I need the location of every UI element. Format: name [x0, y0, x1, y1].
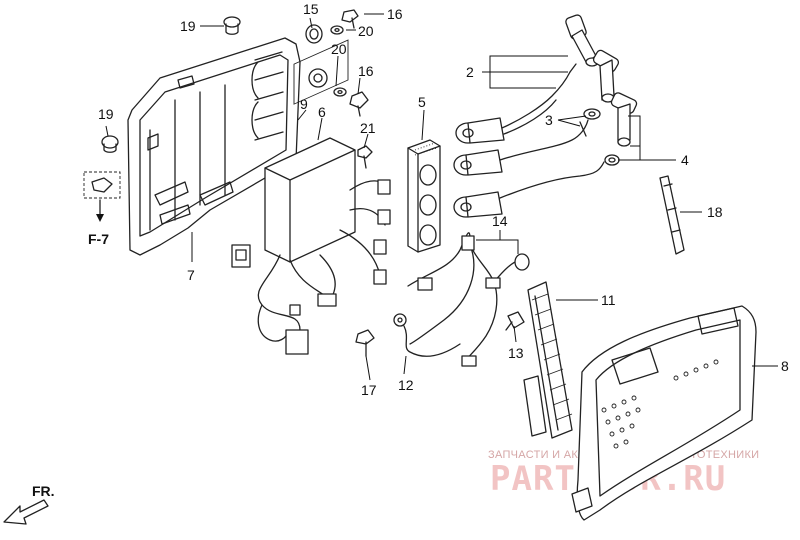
callout-12: 12: [398, 377, 414, 393]
part-16-bolt-top: [341, 9, 359, 29]
clip-reference-f7: [83, 171, 121, 222]
callout-9: 9: [300, 96, 308, 112]
part-4-seal: [604, 154, 620, 166]
callout-14: 14: [492, 213, 508, 229]
callout-4: 4: [681, 152, 689, 168]
part-8-housing-cover: [571, 305, 757, 521]
part-11-terminal-rail: [523, 281, 573, 439]
part-21-screw: [357, 145, 373, 169]
spark-plug-cap-2: [592, 49, 620, 103]
part-19-grommet-left: [101, 135, 119, 153]
module-harness: [257, 179, 391, 355]
callout-16-top: 16: [387, 6, 403, 22]
reference-f7: F-7: [88, 231, 109, 247]
part-6-module-unit: [231, 39, 356, 268]
part-3-seal: [579, 108, 601, 137]
part-7-cover-plate: [127, 37, 301, 256]
part-18-clamp-strip: [659, 175, 685, 255]
leader-lines: [105, 13, 778, 381]
callout-labels: 19 15 16 20 20 16 9 6 21 5 2 3 4 19 18 7…: [88, 1, 789, 398]
part-12-ground-harness: [393, 313, 461, 357]
callout-7: 7: [187, 267, 195, 283]
part-14-wire-harness: [407, 232, 530, 367]
callout-6: 6: [318, 104, 326, 120]
callout-17: 17: [361, 382, 377, 398]
spark-plug-cap-1: [565, 14, 599, 73]
part-13-clip: [505, 311, 525, 331]
callout-20-top: 20: [358, 23, 374, 39]
part-5-coil-bracket: [407, 139, 441, 253]
part-15-grommet: [305, 24, 328, 88]
front-direction-arrow: FR.: [3, 483, 55, 525]
callout-11: 11: [601, 292, 616, 308]
part-17-bolt: [355, 329, 375, 357]
callout-20-mid: 20: [331, 41, 347, 57]
callout-16-mid: 16: [358, 63, 374, 79]
callout-3: 3: [545, 112, 553, 128]
callout-2: 2: [466, 64, 474, 80]
callout-15: 15: [303, 1, 319, 17]
callout-13: 13: [508, 345, 524, 361]
part-16-bolt-mid: [349, 91, 369, 117]
part-19-grommet-top: [223, 16, 241, 35]
callout-8: 8: [781, 358, 789, 374]
callout-5: 5: [418, 94, 426, 110]
callout-19-top: 19: [180, 18, 196, 34]
spark-plug-cap-3: [610, 92, 638, 147]
part-20-washer-mid: [333, 87, 347, 97]
part-20-washer-top: [330, 25, 344, 35]
front-label: FR.: [32, 483, 55, 499]
vent-grid: [601, 359, 719, 449]
callout-19-left: 19: [98, 106, 114, 122]
callout-18: 18: [707, 204, 723, 220]
part-2-ignition-coils: [453, 14, 638, 218]
callout-21: 21: [360, 120, 376, 136]
